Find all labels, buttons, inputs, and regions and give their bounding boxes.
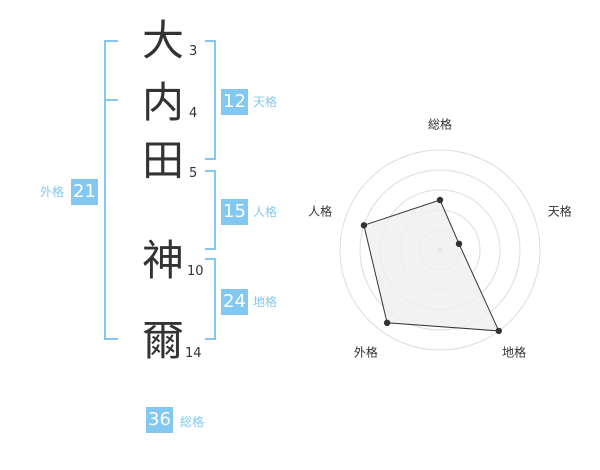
jinkaku-bracket-vertical xyxy=(214,170,216,250)
stroke-count-5: 14 xyxy=(185,346,202,361)
stroke-count-2: 4 xyxy=(189,106,198,121)
radar-axis-label-2: 地格 xyxy=(502,345,527,360)
tenkaku-bracket-vertical xyxy=(214,40,216,160)
stroke-count-3: 5 xyxy=(189,166,198,181)
tenkaku-value: 12 xyxy=(221,89,248,115)
gaikaku-bracket-vertical xyxy=(104,40,106,340)
chikaku-label: 地格 xyxy=(253,295,278,309)
name-char-3: 田 xyxy=(141,136,184,185)
name-char-4: 神 xyxy=(141,236,184,285)
jinkaku-value: 15 xyxy=(221,199,248,225)
radar-series-polygon xyxy=(363,199,500,332)
jinkaku-label: 人格 xyxy=(253,205,278,219)
tenkaku-label: 天格 xyxy=(253,95,278,109)
radar-point-3 xyxy=(383,319,391,327)
soukaku-value: 36 xyxy=(146,407,173,433)
name-char-2: 内 xyxy=(141,78,184,127)
gaikaku-value: 21 xyxy=(71,179,98,205)
name-char-1: 大 xyxy=(141,16,184,65)
radar-axis-label-4: 人格 xyxy=(308,204,333,219)
gaikaku-bracket-bottom xyxy=(104,338,118,340)
soukaku-label: 総格 xyxy=(180,415,205,429)
tenkaku-bracket-bottom xyxy=(205,158,216,160)
radar-point-4 xyxy=(360,222,368,229)
radar-axis-label-1: 天格 xyxy=(547,204,572,219)
jinkaku-bracket-top xyxy=(205,170,216,172)
jinkaku-bracket-bottom xyxy=(205,248,216,250)
stroke-count-4: 10 xyxy=(187,264,204,279)
radar-ring-4 xyxy=(359,169,521,331)
chikaku-value: 24 xyxy=(221,289,248,315)
stroke-count-1: 3 xyxy=(189,44,198,59)
gaikaku-label: 外格 xyxy=(40,185,65,199)
radar-axis-label-3: 外格 xyxy=(353,345,378,360)
gaikaku-bracket-middle xyxy=(104,99,118,101)
name-char-5: 爾 xyxy=(141,316,184,365)
radar-ring-5 xyxy=(339,149,541,351)
radar-point-2 xyxy=(495,327,502,335)
radar-point-1 xyxy=(455,240,463,248)
radar-axis-label-0: 総格 xyxy=(427,117,453,132)
chikaku-bracket-bottom xyxy=(205,338,216,340)
tenkaku-bracket-top xyxy=(205,40,216,42)
chikaku-bracket-top xyxy=(205,258,216,260)
chikaku-bracket-vertical xyxy=(214,258,216,340)
gaikaku-bracket-top xyxy=(104,40,118,42)
radar-point-0 xyxy=(436,196,444,204)
